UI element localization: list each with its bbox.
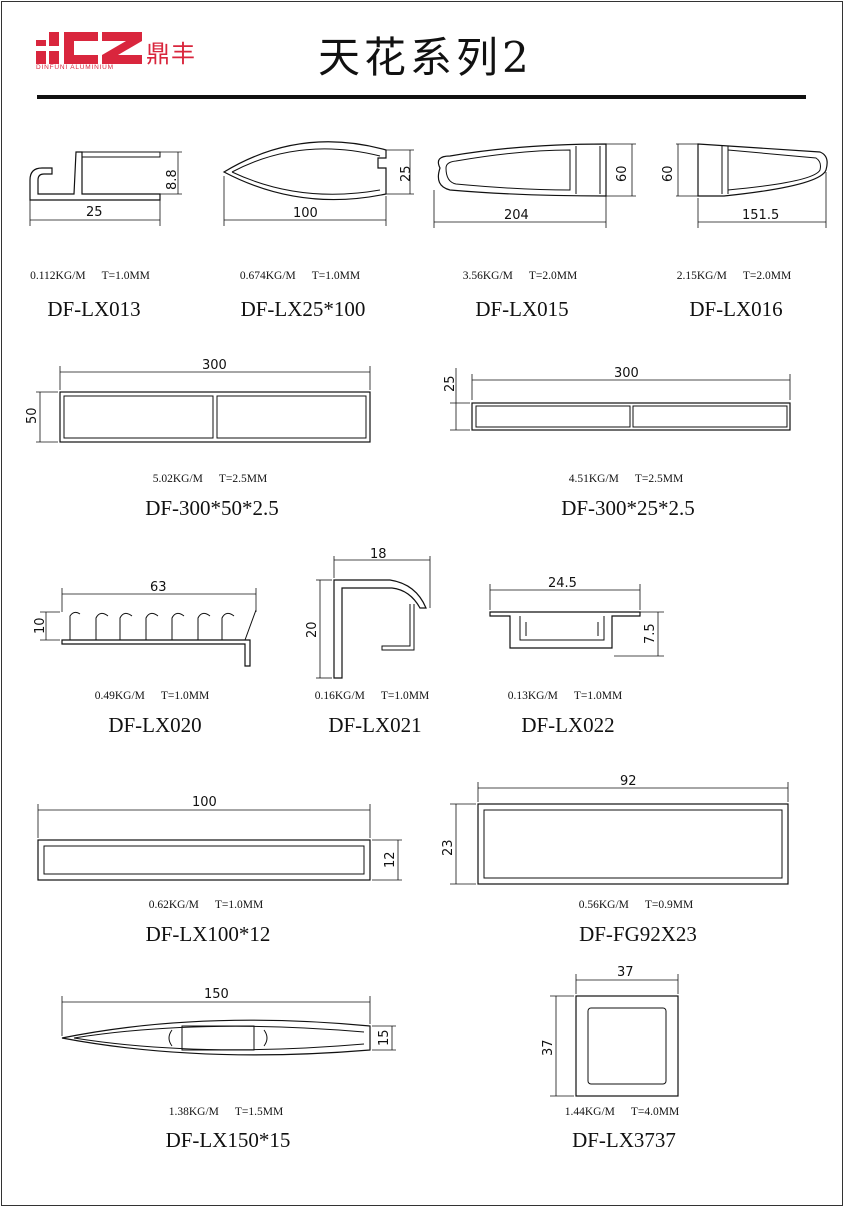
profile-drawing-lx013: 25 8.8 xyxy=(29,151,182,226)
dimension-label: 60 xyxy=(615,165,630,182)
dimension-label: 20 xyxy=(305,621,320,638)
profile-drawing-lx150x15: 150 15 xyxy=(61,987,396,1056)
weight-value: 1.38KG/M xyxy=(168,1106,219,1118)
product-code: DF-LX013 xyxy=(47,297,141,321)
profile-drawing-fg92x23: 92 23 xyxy=(441,774,789,885)
product-code: DF-LX016 xyxy=(689,297,783,321)
thickness-value: T=0.9MM xyxy=(644,899,694,911)
spec-line: 0.13KG/M T=1.0MM xyxy=(508,690,623,702)
profile-drawing-lx100x12: 100 12 xyxy=(37,795,402,881)
logo-english-name: DINFUNI ALUMINIUM xyxy=(36,64,114,71)
weight-value: 1.44KG/M xyxy=(564,1106,615,1118)
product-code: DF-LX020 xyxy=(108,713,202,737)
weight-value: 0.56KG/M xyxy=(578,899,629,911)
spec-line: 1.38KG/M T=1.5MM xyxy=(169,1106,284,1118)
dimension-label: 50 xyxy=(25,407,40,424)
weight-value: 0.16KG/M xyxy=(314,690,365,702)
dimension-label: 60 xyxy=(661,165,676,182)
product-code: DF-LX150*15 xyxy=(165,1128,291,1152)
weight-value: 0.674KG/M xyxy=(239,270,296,282)
spec-line: 3.56KG/M T=2.0MM xyxy=(463,270,578,282)
product-code: DF-LX3737 xyxy=(572,1128,676,1152)
weight-value: 3.56KG/M xyxy=(462,270,513,282)
profile-drawing-lx016: 151.5 60 xyxy=(661,143,828,228)
dimension-label: 12 xyxy=(383,851,398,868)
thickness-value: T=1.0MM xyxy=(573,690,623,702)
spec-line: 0.49KG/M T=1.0MM xyxy=(95,690,210,702)
spec-line: 2.15KG/M T=2.0MM xyxy=(677,270,792,282)
spec-line: 4.51KG/M T=2.5MM xyxy=(569,473,684,485)
weight-value: 5.02KG/M xyxy=(152,473,203,485)
weight-value: 0.49KG/M xyxy=(94,690,145,702)
spec-line: 0.16KG/M T=1.0MM xyxy=(315,690,430,702)
spec-line: 0.112KG/M T=1.0MM xyxy=(30,270,150,282)
profile-drawing-lx020: 63 10 xyxy=(33,580,257,667)
thickness-value: T=1.5MM xyxy=(234,1106,284,1118)
spec-line: 0.674KG/M T=1.0MM xyxy=(240,270,360,282)
thickness-value: T=1.0MM xyxy=(160,690,210,702)
product-code: DF-LX100*12 xyxy=(145,922,271,946)
thickness-value: T=2.5MM xyxy=(218,473,268,485)
thickness-value: T=1.0MM xyxy=(101,270,150,282)
thickness-value: T=1.0MM xyxy=(214,899,264,911)
dimension-label: 25 xyxy=(443,375,458,392)
profile-drawing-lx25x100: 100 25 xyxy=(222,141,414,226)
dimension-label: 37 xyxy=(617,965,634,980)
spec-line: 0.56KG/M T=0.9MM xyxy=(579,899,694,911)
dimension-label: 7.5 xyxy=(643,623,658,644)
product-code: DF-LX015 xyxy=(475,297,569,321)
dimension-label: 37 xyxy=(541,1039,556,1056)
dimension-label: 25 xyxy=(399,165,414,182)
dimension-label: 24.5 xyxy=(548,576,577,591)
thickness-value: T=2.0MM xyxy=(528,270,578,282)
profile-drawing-lx022: 24.5 7.5 xyxy=(489,576,664,657)
dimension-label: 63 xyxy=(150,580,167,595)
dimension-label: 150 xyxy=(204,987,229,1002)
thickness-value: T=2.5MM xyxy=(634,473,684,485)
profile-drawing-lx3737: 37 37 xyxy=(541,965,679,1097)
logo-mark-icon xyxy=(36,32,142,64)
logo-chinese-name: 鼎丰 xyxy=(146,40,196,68)
page-title: 天花系列2 xyxy=(318,33,533,82)
thickness-value: T=2.0MM xyxy=(742,270,792,282)
product-code: DF-LX25*100 xyxy=(240,297,366,321)
weight-value: 4.51KG/M xyxy=(568,473,619,485)
spec-line: 0.62KG/M T=1.0MM xyxy=(149,899,264,911)
dimension-label: 100 xyxy=(293,206,318,221)
product-code: DF-LX021 xyxy=(328,713,422,737)
product-code: DF-LX022 xyxy=(521,713,615,737)
brand-logo: 鼎丰 DINFUNI ALUMINIUM xyxy=(36,32,196,74)
weight-value: 2.15KG/M xyxy=(676,270,727,282)
dimension-label: 300 xyxy=(614,366,639,381)
dimension-label: 92 xyxy=(620,774,637,789)
thickness-value: T=1.0MM xyxy=(380,690,430,702)
dimension-label: 151.5 xyxy=(742,208,779,223)
dimension-label: 204 xyxy=(504,208,529,223)
weight-value: 0.62KG/M xyxy=(148,899,199,911)
product-code: DF-FG92X23 xyxy=(579,922,697,946)
dimension-label: 8.8 xyxy=(165,169,180,190)
dimension-label: 15 xyxy=(377,1029,392,1046)
weight-value: 0.112KG/M xyxy=(30,270,86,282)
thickness-value: T=1.0MM xyxy=(311,270,361,282)
weight-value: 0.13KG/M xyxy=(507,690,558,702)
product-code: DF-300*25*2.5 xyxy=(561,496,695,520)
product-code: DF-300*50*2.5 xyxy=(145,496,279,520)
dimension-label: 300 xyxy=(202,358,227,373)
dimension-label: 23 xyxy=(441,839,456,856)
profile-drawing-300x25: 300 25 xyxy=(443,366,791,431)
profile-drawing-lx015: 204 60 xyxy=(433,143,636,228)
dimension-label: 100 xyxy=(192,795,217,810)
dimension-label: 18 xyxy=(370,547,387,562)
spec-line: 1.44KG/M T=4.0MM xyxy=(565,1106,680,1118)
spec-line: 5.02KG/M T=2.5MM xyxy=(153,473,268,485)
dimension-label: 25 xyxy=(86,205,103,220)
thickness-value: T=4.0MM xyxy=(630,1106,680,1118)
title-rule xyxy=(37,95,806,99)
profile-drawing-300x50: 300 50 xyxy=(25,358,371,443)
dimension-label: 10 xyxy=(33,617,48,634)
profile-drawing-lx021: 18 20 xyxy=(305,547,431,679)
